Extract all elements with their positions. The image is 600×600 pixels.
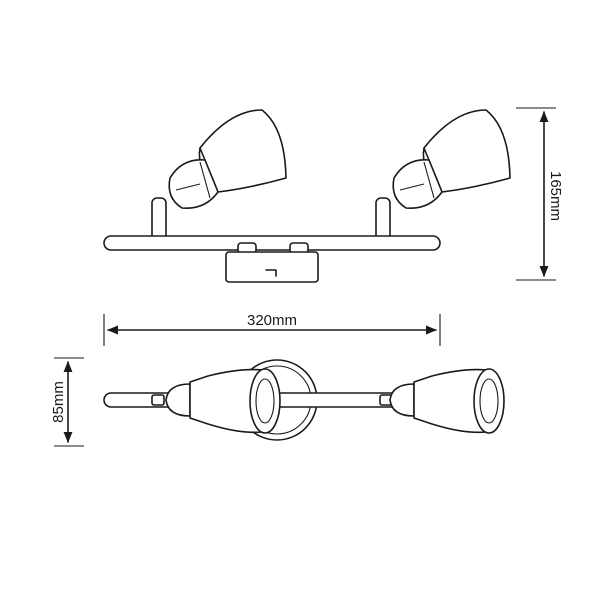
front-spot-left — [151, 109, 287, 243]
height-dimension: 165mm — [516, 107, 564, 281]
top-spot-left — [151, 368, 281, 434]
front-bar — [103, 235, 441, 251]
top-spot-right — [379, 368, 505, 434]
front-mount-plate — [225, 242, 319, 283]
depth-label: 85mm — [50, 381, 67, 423]
front-view — [103, 109, 511, 283]
width-dimension: 320mm — [103, 312, 441, 346]
top-view — [103, 359, 505, 441]
front-spot-right — [375, 109, 511, 243]
depth-dimension: 85mm — [50, 357, 84, 447]
height-label: 165mm — [547, 171, 564, 221]
width-label: 320mm — [247, 312, 297, 329]
